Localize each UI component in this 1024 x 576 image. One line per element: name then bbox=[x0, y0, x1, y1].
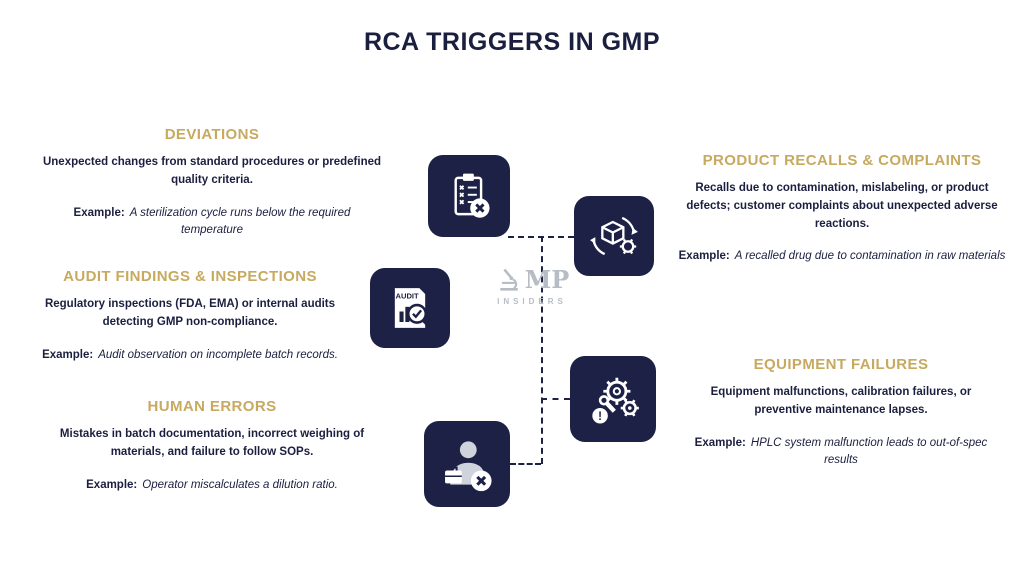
section-product-recalls: PRODUCT RECALLS & COMPLAINTS Recalls due… bbox=[678, 152, 1006, 266]
watermark-subtitle: INSIDERS bbox=[497, 297, 567, 306]
section-human-errors: HUMAN ERRORS Mistakes in batch documenta… bbox=[42, 398, 382, 494]
deviations-icon-tile bbox=[428, 155, 510, 237]
example-text: A recalled drug due to contamination in … bbox=[734, 250, 1006, 263]
audit-example: Example: Audit observation on incomplete … bbox=[20, 347, 360, 364]
human-errors-body: Mistakes in batch documentation, incorre… bbox=[59, 428, 365, 458]
audit-icon-tile: AUDIT bbox=[370, 268, 450, 348]
product-recall-icon-tile bbox=[574, 196, 654, 276]
connector-to-gears bbox=[541, 398, 570, 400]
section-equipment-failures: EQUIPMENT FAILURES Equipment malfunction… bbox=[684, 356, 998, 469]
equipment-example: Example: HPLC system malfunction leads to… bbox=[684, 435, 998, 470]
warning-exclamation: ! bbox=[598, 410, 602, 423]
audit-body: Regulatory inspections (FDA, EMA) or int… bbox=[44, 298, 336, 328]
audit-document-magnifier-icon: AUDIT bbox=[394, 288, 432, 328]
section-audit-findings: AUDIT FINDINGS & INSPECTIONS Regulatory … bbox=[20, 268, 360, 364]
person-x-icon bbox=[445, 441, 492, 492]
human-errors-example: Example: Operator miscalculates a dilutio… bbox=[42, 477, 382, 494]
human-errors-icon-tile bbox=[424, 421, 510, 507]
example-text: Operator miscalculates a dilution ratio. bbox=[142, 478, 338, 491]
deviations-example: Example: A sterilization cycle runs below… bbox=[42, 205, 382, 240]
microscope-icon bbox=[499, 268, 518, 291]
equipment-heading: EQUIPMENT FAILURES bbox=[753, 356, 929, 373]
recalls-body: Recalls due to contamination, mislabelin… bbox=[686, 182, 998, 230]
connector-person-to-spine bbox=[510, 463, 541, 465]
example-label: Example: bbox=[73, 206, 125, 219]
example-label: Example: bbox=[86, 478, 138, 491]
watermark-row: MP bbox=[482, 266, 582, 294]
example-text: HPLC system malfunction leads to out-of-… bbox=[750, 436, 988, 466]
box-recycle-gear-icon bbox=[590, 216, 638, 256]
example-label: Example: bbox=[678, 250, 730, 263]
clipboard-x-icon bbox=[454, 173, 490, 218]
audit-doc-label: AUDIT bbox=[396, 292, 420, 301]
equipment-failure-icon-tile: ! bbox=[570, 356, 656, 442]
example-label: Example: bbox=[42, 348, 94, 361]
deviations-body: Unexpected changes from standard procedu… bbox=[42, 156, 382, 186]
example-label: Example: bbox=[694, 436, 746, 449]
connector-vertical-spine bbox=[541, 236, 543, 464]
deviations-heading: DEVIATIONS bbox=[164, 126, 260, 143]
section-deviations: DEVIATIONS Unexpected changes from stand… bbox=[42, 126, 382, 239]
example-text: Audit observation on incomplete batch re… bbox=[98, 348, 338, 361]
recalls-example: Example: A recalled drug due to contamina… bbox=[678, 248, 1006, 265]
watermark-brand-text: MP bbox=[524, 265, 570, 294]
equipment-body: Equipment malfunctions, calibration fail… bbox=[710, 386, 972, 416]
human-errors-heading: HUMAN ERRORS bbox=[147, 398, 277, 415]
recalls-heading: PRODUCT RECALLS & COMPLAINTS bbox=[702, 152, 982, 169]
page-title: RCA TRIGGERS IN GMP bbox=[363, 28, 661, 56]
gears-wrench-warning-icon: ! bbox=[592, 377, 639, 424]
audit-heading: AUDIT FINDINGS & INSPECTIONS bbox=[63, 268, 317, 285]
example-text: A sterilization cycle runs below the req… bbox=[129, 206, 351, 236]
gmp-insiders-watermark: MP INSIDERS bbox=[482, 266, 582, 307]
